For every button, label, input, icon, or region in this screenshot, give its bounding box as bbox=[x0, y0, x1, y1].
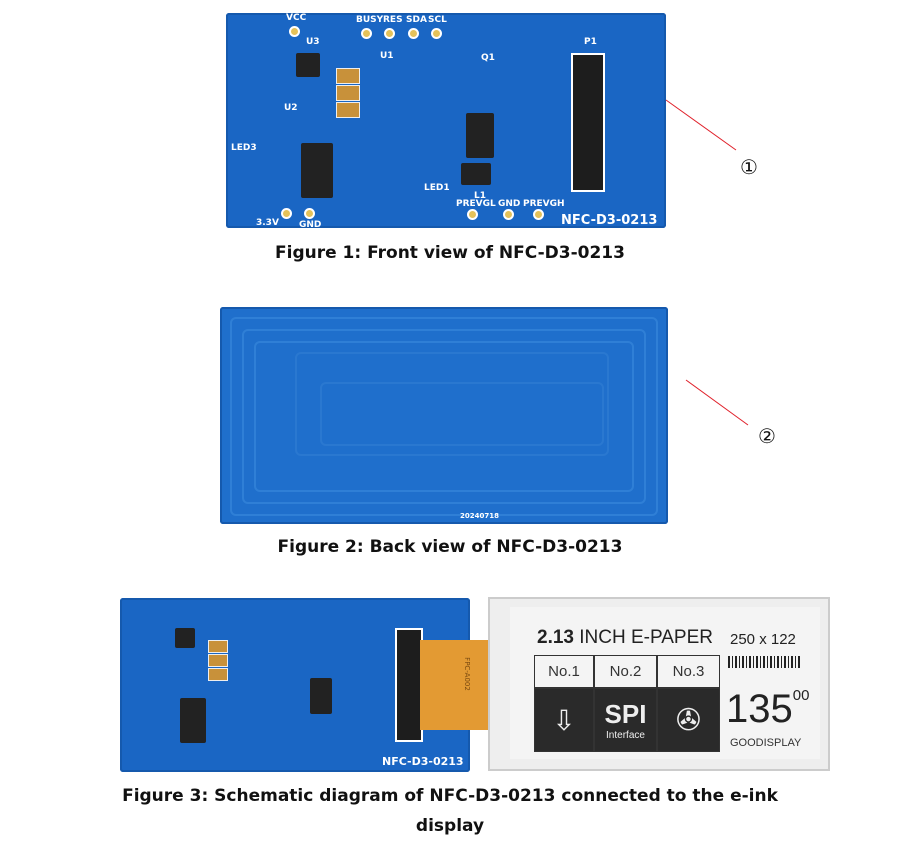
epaper-brand: GOODISPLAY bbox=[730, 737, 802, 749]
board-label: GND bbox=[498, 199, 521, 209]
callout-line bbox=[685, 379, 749, 426]
back-view-board-image: 20240718 bbox=[220, 307, 668, 524]
epaper-resolution: 250 x 122 bbox=[730, 631, 796, 648]
connected-board-image: NFC-D3-0213 bbox=[120, 598, 470, 772]
spi-sub-label: Interface bbox=[606, 730, 645, 741]
figure-2-caption: Figure 2: Back view of NFC-D3-0213 bbox=[277, 537, 623, 557]
board-model-label: NFC-D3-0213 bbox=[382, 755, 464, 768]
front-view-board-image: VCC BUSY RES SDA SCL 3.3V GND PREVGL GND… bbox=[226, 13, 666, 230]
epaper-cell-3: No.3 bbox=[657, 655, 720, 688]
board-model-label: NFC-D3-0213 bbox=[561, 213, 658, 228]
epaper-cell-2: No.2 bbox=[594, 655, 657, 688]
epaper-price: 13500 bbox=[726, 687, 810, 731]
fpc-cable: FPC-A002 bbox=[420, 640, 495, 730]
board-label: BUSY bbox=[356, 15, 384, 25]
epaper-cell-1: No.1 bbox=[534, 655, 594, 688]
figure-3-caption-line2: display bbox=[415, 816, 485, 836]
board-date: 20240718 bbox=[460, 512, 499, 520]
board-label: U3 bbox=[306, 37, 320, 47]
board-label: SDA bbox=[406, 15, 427, 25]
epaper-display-image: 2.13 INCH E-PAPER 250 x 122 No.1 No.2 No… bbox=[488, 597, 830, 771]
board-label: PREVGL bbox=[456, 199, 496, 209]
callout-marker-1: ① bbox=[740, 155, 758, 179]
board-label: U2 bbox=[284, 103, 298, 113]
board-label: LED1 bbox=[424, 183, 450, 193]
board-label: VCC bbox=[286, 13, 307, 23]
figure-1-caption: Figure 1: Front view of NFC-D3-0213 bbox=[275, 243, 625, 263]
board-label: GND bbox=[299, 220, 322, 230]
board-label: Q1 bbox=[481, 53, 495, 63]
figure-3-caption-line1: Figure 3: Schematic diagram of NFC-D3-02… bbox=[122, 786, 778, 806]
board-label: RES bbox=[383, 15, 403, 25]
epaper-title: 2.13 INCH E-PAPER bbox=[537, 627, 713, 648]
board-label: PREVGH bbox=[523, 199, 565, 209]
barcode bbox=[728, 656, 802, 668]
board-label: L1 bbox=[474, 191, 486, 201]
spi-label: SPI bbox=[604, 699, 647, 729]
callout-line bbox=[665, 99, 737, 151]
save-download-icon: ⇩ bbox=[534, 688, 594, 752]
board-label: LED3 bbox=[231, 143, 257, 153]
board-label: SCL bbox=[428, 15, 447, 25]
board-label: U1 bbox=[380, 51, 394, 61]
fpc-label: FPC-A002 bbox=[462, 657, 471, 691]
board-label: 3.3V bbox=[256, 218, 279, 228]
callout-marker-2: ② bbox=[758, 424, 776, 448]
film-reel-icon: ✇ bbox=[657, 688, 720, 752]
board-label: P1 bbox=[584, 37, 597, 47]
